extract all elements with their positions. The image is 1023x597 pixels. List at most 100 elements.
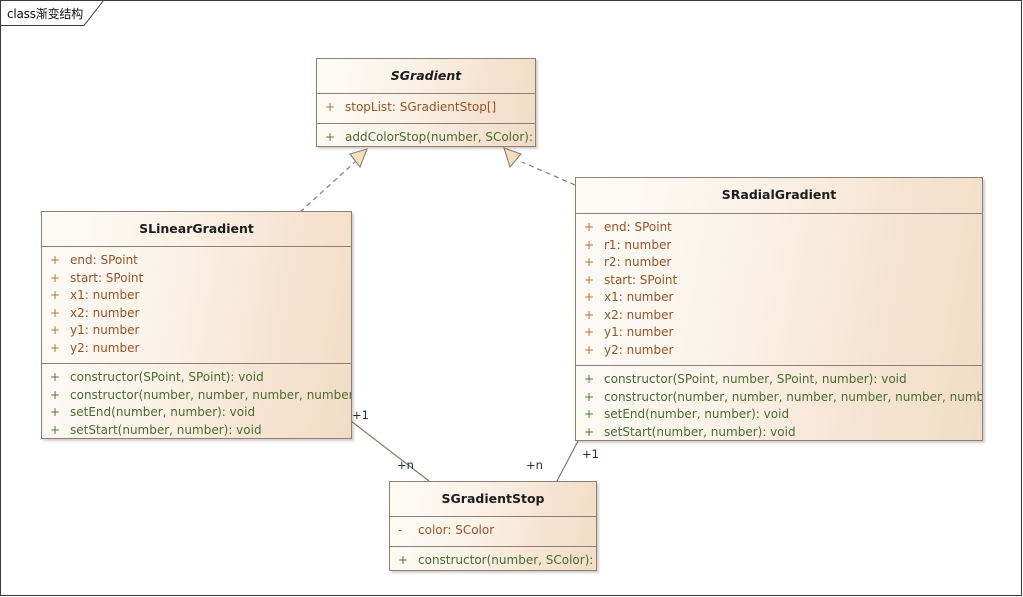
attribute-signature: y2: number: [70, 340, 140, 355]
visibility-marker: +: [584, 290, 595, 304]
attribute-signature: y1: number: [604, 325, 674, 339]
visibility-marker: +: [584, 424, 595, 439]
attribute-signature: end: SPoint: [604, 220, 672, 234]
visibility-marker: +: [584, 372, 595, 386]
visibility-marker: +: [584, 389, 595, 404]
multiplicity-label-radial-one: +1: [582, 447, 599, 461]
attribute-signature: stopList: SGradientStop[]: [345, 100, 497, 114]
class-title-sgradientstop: SGradientStop: [390, 482, 596, 517]
uml-class-slineargradient[interactable]: SLinearGradient + end: SPoint + start: SPoin…: [41, 211, 352, 439]
method-signature: setStart(number, number): void: [604, 424, 796, 439]
method-signature: setStart(number, number): void: [70, 422, 262, 437]
methods-section-slineargradient: + constructor(SPoint, SPoint): void + const…: [42, 364, 351, 439]
multiplicity-label-linear-one: +1: [352, 408, 369, 422]
method-row: + setStart(number, number): void: [576, 424, 982, 441]
attribute-row: + end: SPoint: [42, 252, 351, 270]
method-signature: setEnd(number, number): void: [70, 405, 256, 419]
visibility-marker: +: [584, 272, 595, 287]
method-row: + addColorStop(number, SColor): void: [317, 129, 535, 147]
frame-tab-label: class渐变结构: [7, 7, 83, 21]
visibility-marker: +: [50, 323, 61, 337]
visibility-marker: -: [398, 523, 403, 537]
attribute-row: + start: SPoint: [42, 270, 351, 288]
visibility-marker: +: [584, 307, 595, 322]
methods-section-sgradientstop: + constructor(number, SColor): void: [390, 547, 596, 571]
uml-class-sgradient[interactable]: SGradient + stopList: SGradientStop[] + addC…: [316, 58, 536, 147]
method-row: + constructor(number, number, number, num…: [576, 389, 982, 407]
method-row: + constructor(number, number, number, num…: [42, 387, 351, 405]
attribute-signature: x1: number: [604, 290, 674, 304]
visibility-marker: +: [584, 342, 595, 357]
attribute-row: + y2: number: [576, 342, 982, 360]
attribute-signature: start: SPoint: [70, 270, 144, 285]
visibility-marker: +: [584, 325, 595, 339]
visibility-marker: +: [325, 100, 336, 114]
method-signature: constructor(SPoint, SPoint): void: [70, 370, 264, 384]
multiplicity-label-radial-n: +n: [526, 458, 543, 472]
attribute-row: + x2: number: [42, 305, 351, 323]
attribute-row: + x1: number: [576, 289, 982, 307]
attribute-row: + y1: number: [576, 324, 982, 342]
visibility-marker: +: [50, 370, 61, 384]
attribute-row: + r1: number: [576, 237, 982, 255]
attribute-signature: x1: number: [70, 288, 140, 302]
uml-class-sgradientstop[interactable]: SGradientStop - color: SColor + constructor(…: [389, 481, 597, 571]
visibility-marker: +: [50, 253, 61, 267]
methods-section-sradialgradient: + constructor(SPoint, number, SPoint, num…: [576, 366, 982, 441]
attribute-signature: x2: number: [604, 307, 674, 322]
attribute-row: + start: SPoint: [576, 272, 982, 290]
method-signature: constructor(number, number, number, numb…: [70, 387, 351, 402]
method-signature: constructor(number, SColor): void: [418, 552, 596, 567]
attribute-row: - color: SColor: [390, 522, 596, 540]
method-row: + constructor(SPoint, SPoint): void: [42, 369, 351, 387]
visibility-marker: +: [584, 237, 595, 252]
attribute-row: + stopList: SGradientStop[]: [317, 99, 535, 117]
visibility-marker: +: [584, 220, 595, 234]
visibility-marker: +: [398, 552, 409, 567]
visibility-marker: +: [50, 387, 61, 402]
method-row: + setEnd(number, number): void: [42, 404, 351, 422]
attribute-signature: color: SColor: [418, 523, 495, 537]
method-row: + setEnd(number, number): void: [576, 406, 982, 424]
method-signature: addColorStop(number, SColor): void: [345, 129, 535, 144]
visibility-marker: +: [50, 305, 61, 320]
visibility-marker: +: [50, 422, 61, 437]
frame-top-border: [104, 0, 1022, 1]
attributes-section-sgradient: + stopList: SGradientStop[]: [317, 94, 535, 124]
method-signature: setEnd(number, number): void: [604, 407, 790, 421]
attribute-signature: end: SPoint: [70, 253, 138, 267]
attribute-signature: y2: number: [604, 342, 674, 357]
visibility-marker: +: [50, 270, 61, 285]
attribute-signature: x2: number: [70, 305, 140, 320]
attribute-row: + x1: number: [42, 287, 351, 305]
multiplicity-label-linear-n: +n: [397, 458, 414, 472]
method-row: + constructor(number, SColor): void: [390, 552, 596, 570]
visibility-marker: +: [584, 255, 595, 269]
visibility-marker: +: [584, 407, 595, 421]
attribute-signature: r1: number: [604, 237, 672, 252]
visibility-marker: +: [50, 405, 61, 419]
attribute-row: + y2: number: [42, 340, 351, 358]
attributes-section-sgradientstop: - color: SColor: [390, 517, 596, 547]
attribute-signature: start: SPoint: [604, 272, 678, 287]
visibility-marker: +: [50, 340, 61, 355]
frame-tab-shape: [0, 0, 104, 26]
class-title-sradialgradient: SRadialGradient: [576, 178, 982, 214]
method-signature: constructor(SPoint, number, SPoint, numb…: [604, 372, 907, 386]
attributes-section-slineargradient: + end: SPoint + start: SPoint + x1: number + x2…: [42, 247, 351, 364]
frame-tab: [0, 0, 104, 26]
attribute-row: +r2: number: [576, 254, 982, 272]
uml-class-sradialgradient[interactable]: SRadialGradient + end: SPoint + r1: number +r…: [575, 177, 983, 441]
attribute-signature: y1: number: [70, 323, 140, 337]
method-row: + constructor(SPoint, number, SPoint, num…: [576, 371, 982, 389]
visibility-marker: +: [50, 288, 61, 302]
visibility-marker: +: [325, 129, 336, 144]
method-signature: constructor(number, number, number, numb…: [604, 389, 983, 404]
attribute-row: + y1: number: [42, 322, 351, 340]
class-title-slineargradient: SLinearGradient: [42, 212, 351, 247]
methods-section-sgradient: + addColorStop(number, SColor): void: [317, 124, 535, 147]
attribute-row: + end: SPoint: [576, 219, 982, 237]
method-row: + setStart(number, number): void: [42, 422, 351, 439]
class-title-sgradient: SGradient: [317, 59, 535, 94]
attributes-section-sradialgradient: +end: SPoint+r1: number+r2: number+start…: [576, 214, 982, 366]
